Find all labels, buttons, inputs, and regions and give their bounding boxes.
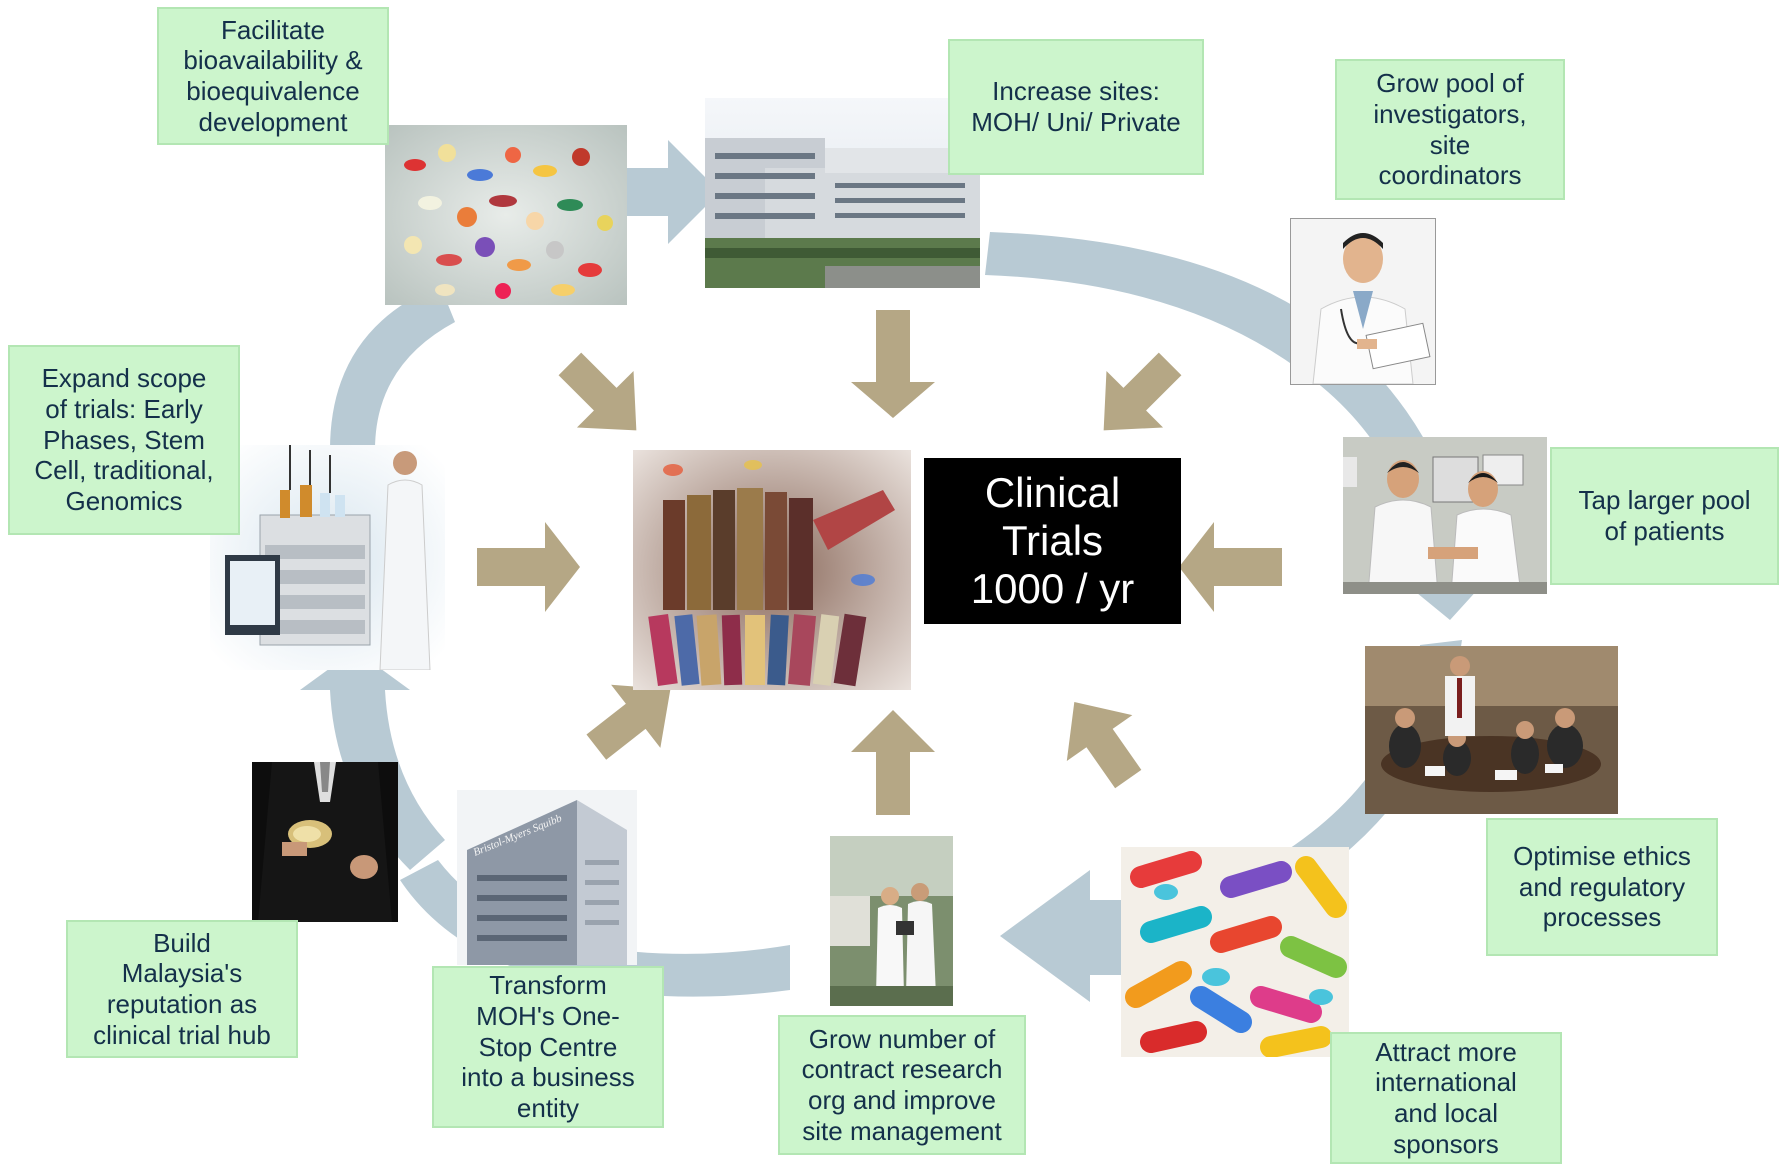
- box-patients: Tap larger pool of patients: [1550, 447, 1779, 585]
- arrow-from-bottom-left: [586, 684, 671, 760]
- ring-segment-bottom-left: [400, 860, 790, 997]
- capsules-photo: [1121, 847, 1349, 1057]
- arrow-from-top-left: [558, 352, 637, 431]
- businessman-photo: [252, 762, 398, 922]
- box-increase-sites: Increase sites: MOH/ Uni/ Private: [948, 39, 1204, 175]
- company-building-photo: Bristol-Myers Squibb: [457, 790, 637, 965]
- ring-segment-left: [300, 650, 445, 870]
- books-collage-image: [633, 450, 911, 690]
- arrow-from-top-right: [1103, 352, 1182, 431]
- pills-photo: [385, 125, 627, 305]
- hospital-building-photo: [705, 98, 980, 288]
- laboratory-photo: [210, 445, 445, 670]
- box-cro: Grow number of contract research org and…: [778, 1015, 1026, 1155]
- arrow-from-bottom: [851, 710, 935, 815]
- box-sponsors: Attract more international and local spo…: [1330, 1032, 1562, 1164]
- arrow-from-top: [851, 310, 935, 418]
- scientists-photo: [830, 836, 953, 1006]
- box-expand-scope: Expand scope of trials: Early Phases, St…: [8, 345, 240, 535]
- arrow-from-right: [1179, 522, 1282, 612]
- box-investigators: Grow pool of investigators, site coordin…: [1335, 59, 1565, 200]
- box-bioavailability: Facilitate bioavailability & bioequivale…: [157, 7, 389, 145]
- meeting-photo: [1365, 646, 1618, 814]
- ring-segment-left-upper: [330, 285, 455, 450]
- box-one-stop-centre: Transform MOH's One- Stop Centre into a …: [432, 966, 664, 1128]
- doctor-photo: [1290, 218, 1436, 385]
- arrow-from-left: [477, 522, 580, 612]
- inward-arrows: [477, 310, 1282, 815]
- box-reputation: Build Malaysia's reputation as clinical …: [66, 920, 298, 1058]
- ring-segment-bottom-right: [1000, 870, 1130, 1002]
- ring-segment-top: [620, 140, 720, 244]
- arrow-from-bottom-right: [1066, 702, 1142, 789]
- clinical-trials-target: Clinical Trials 1000 / yr: [924, 458, 1181, 624]
- doctor-patient-photo: [1343, 437, 1547, 594]
- box-ethics: Optimise ethics and regulatory processes: [1486, 818, 1718, 956]
